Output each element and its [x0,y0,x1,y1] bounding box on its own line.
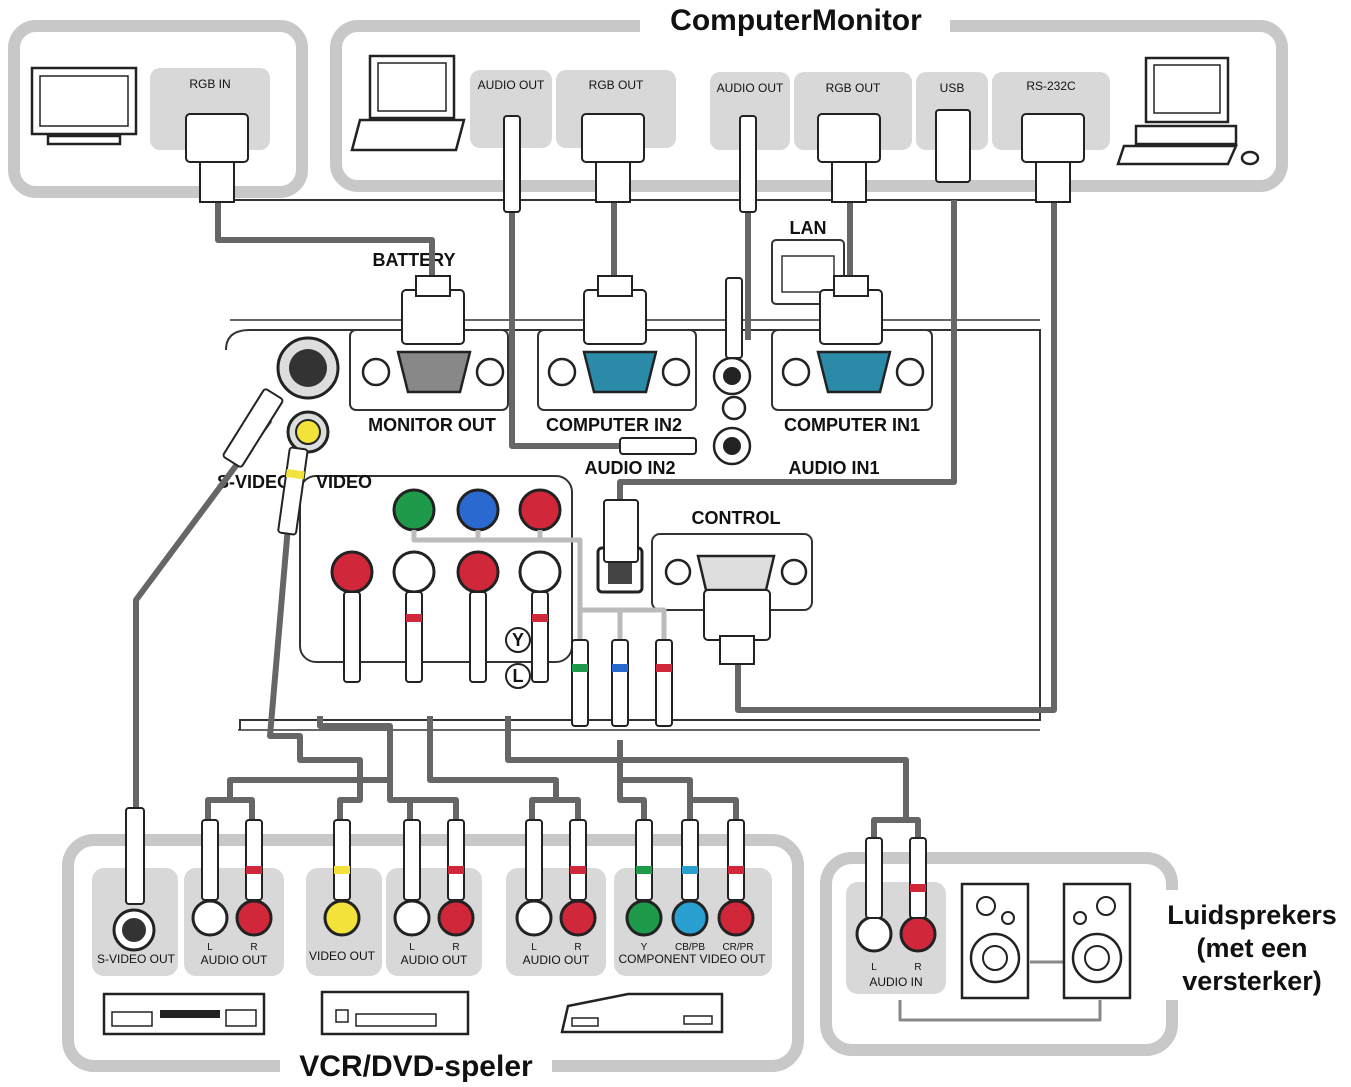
monitor-out-vga-port [361,350,505,394]
desktop-audio-out-panel [710,72,790,150]
rca-plugs-projector [343,591,673,727]
video-out-label: VIDEO OUT [309,949,376,963]
projector-panel [225,199,1041,731]
audio-in2-label: AUDIO IN2 [584,458,675,478]
vcr1-audio-out-label: AUDIO OUT [201,953,268,967]
speaker-l-label: L [871,962,877,973]
speakers-title-line-1: Luidsprekers [1167,900,1337,930]
comp-l-marker [505,663,531,689]
vga-plugs [185,113,1085,665]
speaker-r-label: R [914,962,921,973]
lan-label: LAN [790,218,827,238]
comp-l-marker-label: L [513,666,524,686]
computer-in1-vga-port [781,350,925,394]
audio-r-jack-1 [330,550,374,594]
computer-in2-label: COMPUTER IN2 [546,415,682,435]
speaker-left-icon [960,882,1030,1000]
audio-in1-jack-hole [723,367,741,385]
comp-y-marker [505,627,531,653]
speakers-title-line-3: versterker) [1182,966,1322,996]
dvd-l-label: L [531,942,537,953]
desktop-audio-out-label: AUDIO OUT [717,81,784,95]
battery-label: BATTERY [373,250,456,270]
audio-r-jack-2 [456,550,500,594]
vcr2-l-label: L [409,942,415,953]
desktop-computer-icon [1116,56,1260,166]
desktop-usb-label: USB [940,81,965,95]
component-cr-jack [518,488,562,532]
desktop-rgb-out-label: RGB OUT [826,81,881,95]
vcr-jacks [112,899,755,952]
speaker-audio-in-label: AUDIO IN [869,975,922,989]
computer-monitor-title: ComputerMonitor [670,4,922,37]
control-serial-port [664,554,808,592]
monitor-icon [30,66,138,146]
audio-link-icon [721,395,747,421]
component-cb-label: CB/PB [675,942,705,953]
component-video-out-label: COMPONENT VIDEO OUT [618,952,766,966]
s-video-video-plugs [222,388,309,536]
s-video-out-label: S-VIDEO OUT [97,952,176,966]
computer-in2-vga-port [547,350,691,394]
component-cr-label: CR/PR [722,942,753,953]
component-y-jack [392,488,436,532]
speaker-l-jack [855,915,893,953]
computer-in1-label: COMPUTER IN1 [784,415,920,435]
s-video-label: S-VIDEO [217,472,291,492]
comp-y-marker-label: Y [512,630,524,650]
monitor-out-label: MONITOR OUT [368,415,496,435]
laptop-rgb-out-label: RGB OUT [589,78,644,92]
video-jack-inner [295,419,321,445]
title-mask [640,2,950,42]
vcr1-r-label: R [250,942,257,953]
dvd-device-icon [560,992,724,1034]
laptop-icon [350,54,466,152]
speakers-title-line-2: (met een [1196,933,1307,963]
vcr-device-icon-2 [320,990,470,1036]
audio-jack-plugs [503,115,757,455]
vcr2-audio-out-label: AUDIO OUT [401,953,468,967]
control-label: CONTROL [692,508,781,528]
component-y-label: Y [641,942,648,953]
usb-plugs [603,109,971,563]
cables [133,200,1102,1022]
vcr2-r-label: R [452,942,459,953]
laptop-audio-out-label: AUDIO OUT [478,78,545,92]
component-cb-jack [456,488,500,532]
dvd-r-label: R [574,942,581,953]
vcr1-l-label: L [207,942,213,953]
speaker-r-jack [899,915,937,953]
monitor-group-outline [8,20,308,198]
vcr-dvd-title: VCR/DVD-speler [299,1050,533,1083]
speaker-right-icon [1062,882,1132,1000]
laptop-audio-out-panel [470,70,552,148]
dvd-audio-out-label: AUDIO OUT [523,953,590,967]
audio-l-jack-1 [392,550,436,594]
desktop-rs232c-label: RS-232C [1026,79,1076,93]
vcr-device-icon-1 [102,992,266,1036]
audio-in1-label: AUDIO IN1 [788,458,879,478]
audio-in2-jack-hole [723,437,741,455]
vcr-rca-plugs [125,807,745,905]
speaker-rca-plugs [865,837,927,919]
monitor-rgb-in-label: RGB IN [189,77,230,91]
s-video-jack-inner [289,349,327,387]
speakers-title-mask [1140,890,1200,1000]
audio-l-jack-2 [518,550,562,594]
vcr-title-mask [280,1044,552,1084]
video-label: VIDEO [316,472,372,492]
